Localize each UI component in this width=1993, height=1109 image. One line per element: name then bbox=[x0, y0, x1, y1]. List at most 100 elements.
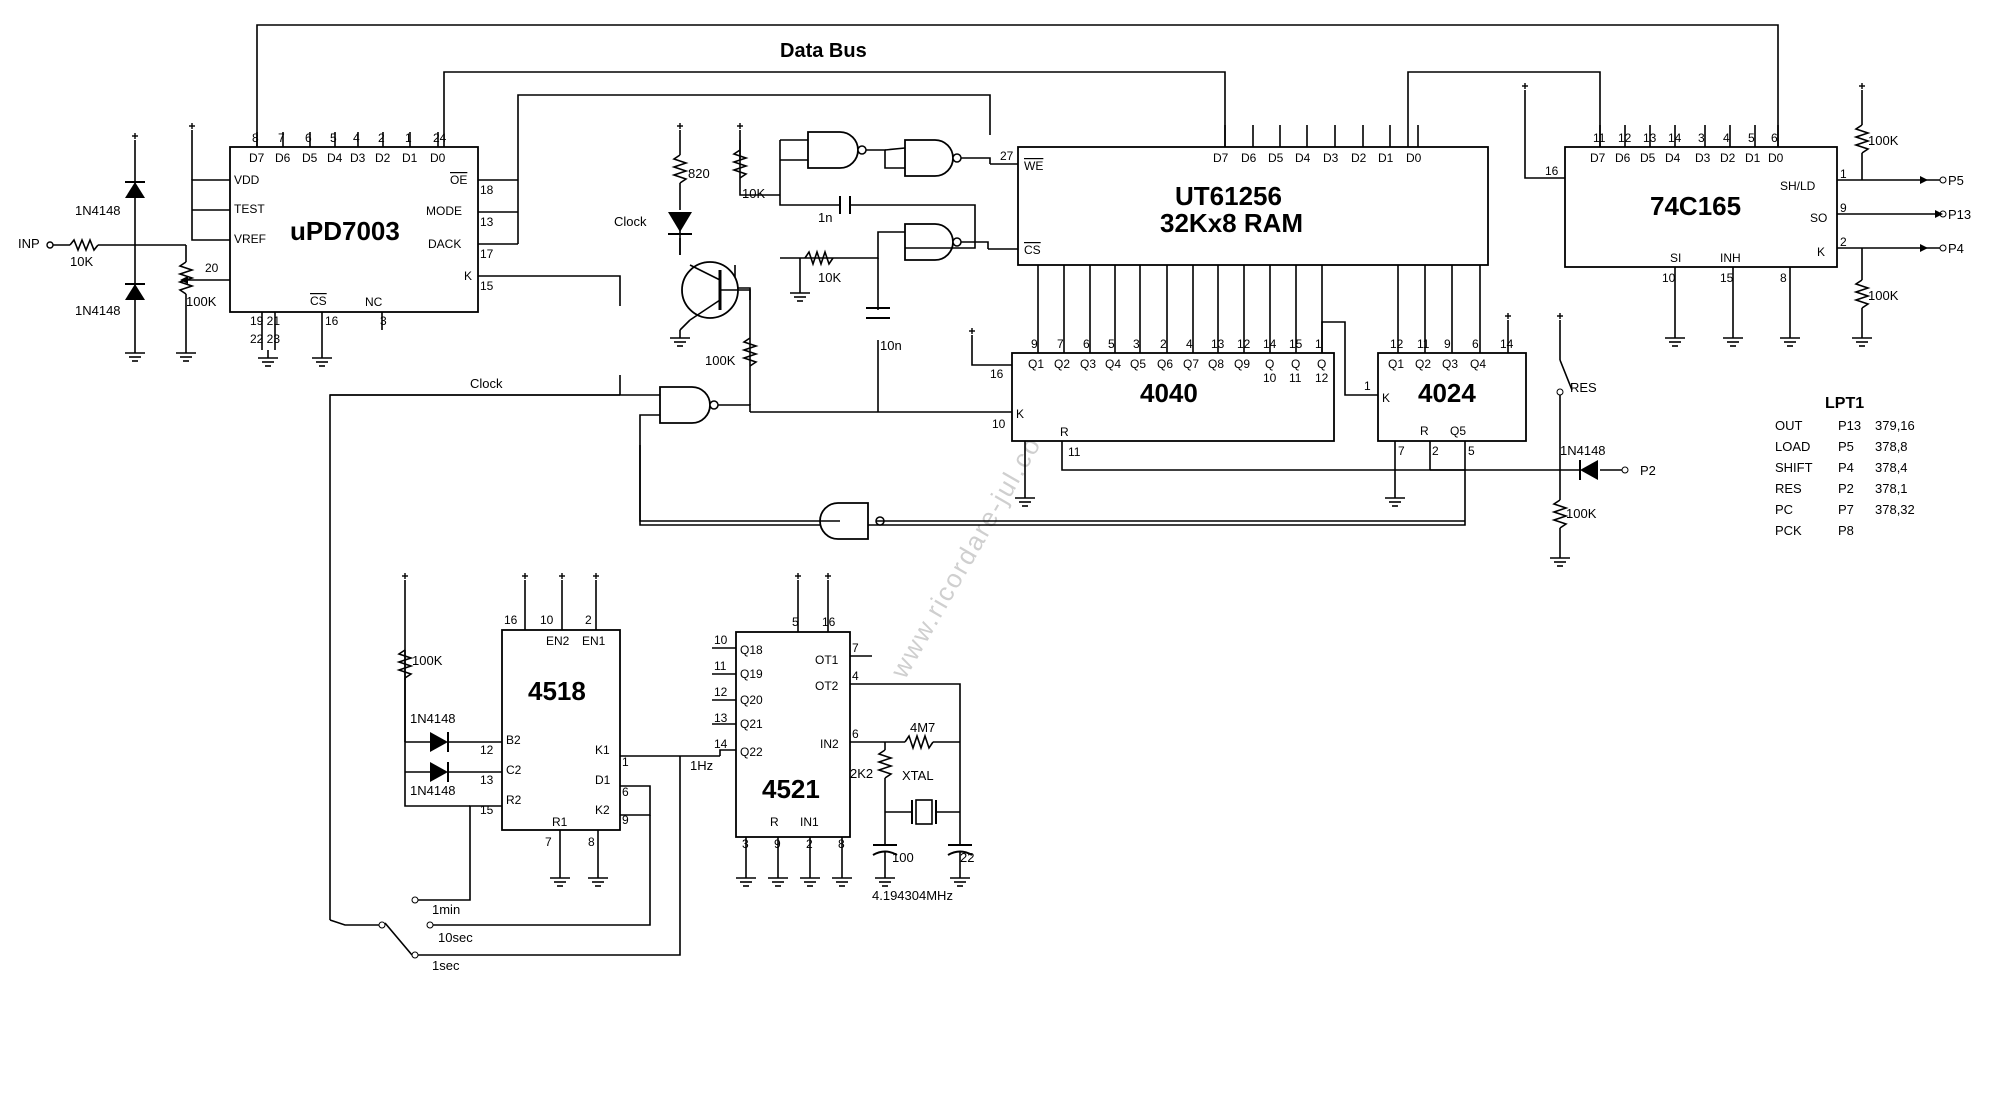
r100k-pot-label: 100K bbox=[186, 294, 217, 309]
adc-pin-cs: CS bbox=[310, 294, 327, 308]
shift-pin-num: 11 bbox=[1593, 131, 1606, 145]
c4518-b2: B2 bbox=[506, 733, 521, 747]
ram-pin-label: D2 bbox=[1351, 151, 1367, 165]
c4040-pin-label: 10 bbox=[1263, 371, 1277, 385]
adc-pin-num: 7 bbox=[278, 131, 285, 145]
c4040-pin-k: K bbox=[1016, 407, 1024, 421]
c4024-pin-label: Q3 bbox=[1442, 357, 1458, 371]
c4040-pin-label: Q6 bbox=[1157, 357, 1173, 371]
ram-pin-we: WE bbox=[1024, 159, 1043, 173]
c4518-num-10: 10 bbox=[540, 613, 554, 627]
c4040-pin-label: Q bbox=[1265, 357, 1274, 371]
adc-pin-label: D3 bbox=[350, 151, 366, 165]
adc-pin-nc: NC bbox=[365, 295, 383, 309]
c4521-ot2: OT2 bbox=[815, 679, 839, 693]
lpt-row-address: 378,32 bbox=[1875, 502, 1915, 517]
adc-num-13: 13 bbox=[480, 215, 494, 229]
c4518-num-2: 2 bbox=[585, 613, 592, 627]
adc-wires bbox=[186, 140, 621, 395]
lpt-row-pin: P13 bbox=[1838, 418, 1861, 433]
adc-pin-label: D7 bbox=[249, 151, 265, 165]
c4521-q19: Q19 bbox=[740, 667, 763, 681]
c4518-en1: EN1 bbox=[582, 634, 606, 648]
chip-4521-name: 4521 bbox=[762, 774, 820, 804]
shift-pin-label: D5 bbox=[1640, 151, 1656, 165]
c4040-pin-label: Q5 bbox=[1130, 357, 1146, 371]
ram-pin-label: D5 bbox=[1268, 151, 1284, 165]
c4518-k1: K1 bbox=[595, 743, 610, 757]
c4521-in2: IN2 bbox=[820, 737, 839, 751]
time-selector-switch: 1min 10sec 1sec bbox=[329, 896, 473, 973]
c4521-num-13: 13 bbox=[714, 711, 728, 725]
sw-10sec: 10sec bbox=[438, 930, 473, 945]
adc-pin-label: D4 bbox=[327, 151, 343, 165]
r100k-top-label: 100K bbox=[1868, 133, 1899, 148]
adc-pin-num: 8 bbox=[252, 131, 259, 145]
lpt-row-pin: P2 bbox=[1838, 481, 1854, 496]
c4521-num-11: 11 bbox=[714, 659, 727, 673]
shift-pin-shld: SH/LD bbox=[1780, 179, 1816, 193]
r100k-b-label: 100K bbox=[705, 353, 736, 368]
c4040-pin-label: Q8 bbox=[1208, 357, 1224, 371]
c4024-pin-num: 12 bbox=[1390, 337, 1404, 351]
lpt-row-pin: P8 bbox=[1838, 523, 1854, 538]
shift-pin-si: SI bbox=[1670, 251, 1681, 265]
adc-pin-label: D6 bbox=[275, 151, 291, 165]
diode3-label: 1N4148 bbox=[410, 711, 456, 726]
c4518-num-13: 13 bbox=[480, 773, 494, 787]
chip-ram-name: UT61256 bbox=[1175, 181, 1282, 211]
adc-bottom-2223: 22 23 bbox=[250, 332, 280, 346]
adc-num-15: 15 bbox=[480, 279, 494, 293]
diode4-label: 1N4148 bbox=[410, 783, 456, 798]
shift-pin-num: 3 bbox=[1698, 131, 1705, 145]
shift-num-10: 10 bbox=[1662, 271, 1676, 285]
ram-pin-cs: CS bbox=[1024, 243, 1041, 257]
c4040-pin-num: 12 bbox=[1237, 337, 1251, 351]
c4521-num-12: 12 bbox=[714, 685, 728, 699]
c4521-num-7: 7 bbox=[852, 641, 859, 655]
freq-label: 4.194304MHz bbox=[872, 888, 953, 903]
shift-pin-label: D0 bbox=[1768, 151, 1784, 165]
adc-pin-num: 2 bbox=[378, 131, 385, 145]
c4521-wires bbox=[712, 590, 961, 870]
c4024-pin-q5: Q5 bbox=[1450, 424, 1466, 438]
shift-pin-k: K bbox=[1817, 245, 1825, 259]
c4040-num-11: 11 bbox=[1068, 445, 1081, 459]
shift-pin-num: 13 bbox=[1643, 131, 1657, 145]
c4024-pin-k: K bbox=[1382, 391, 1390, 405]
c10n-label: 10n bbox=[880, 338, 902, 353]
adc-bottom-1921: 19 21 bbox=[250, 314, 280, 328]
c22-label: 22 bbox=[960, 850, 974, 865]
chip-4518: 4518 16 10 2 EN2 EN1 B2 C2 R2 12 13 15 K… bbox=[480, 613, 629, 849]
transistor-led: 820 Clock 100K bbox=[614, 140, 759, 368]
c4024-wires bbox=[639, 441, 1560, 526]
c4518-k2: K2 bbox=[595, 803, 610, 817]
shift-pin-num: 6 bbox=[1771, 131, 1778, 145]
c4024-pin-label: Q2 bbox=[1415, 357, 1431, 371]
r100k-4518-label: 100K bbox=[412, 653, 443, 668]
c4040-pin-num: 4 bbox=[1186, 337, 1193, 351]
lpt-row-signal: PCK bbox=[1775, 523, 1802, 538]
c4024-pin-r: R bbox=[1420, 424, 1429, 438]
c4518-num-12: 12 bbox=[480, 743, 494, 757]
c4521-q20: Q20 bbox=[740, 693, 763, 707]
adc-pin-vdd: VDD bbox=[234, 173, 260, 187]
r820-label: 820 bbox=[688, 166, 710, 181]
chip-4040-name: 4040 bbox=[1140, 378, 1198, 408]
adc-pin-vref: VREF bbox=[234, 232, 266, 246]
shift-pin-label: D4 bbox=[1665, 151, 1681, 165]
shift-pin-num: 4 bbox=[1723, 131, 1730, 145]
c4518-num-6: 6 bbox=[622, 785, 629, 799]
chip-4518-name: 4518 bbox=[528, 676, 586, 706]
c4040-pin-label: Q4 bbox=[1105, 357, 1121, 371]
adc-pin-num: 1 bbox=[405, 131, 412, 145]
diode2-label: 1N4148 bbox=[75, 303, 121, 318]
lpt-row-pin: P5 bbox=[1838, 439, 1854, 454]
shift-pin-num: 5 bbox=[1748, 131, 1755, 145]
res-switch-label: RES bbox=[1570, 380, 1597, 395]
adc-pin-test: TEST bbox=[234, 202, 265, 216]
c4040-pin-num: 3 bbox=[1133, 337, 1140, 351]
adc-pin-num: 24 bbox=[433, 131, 447, 145]
chip-ut61256: UT61256 32Kx8 RAM WE 27 CS bbox=[1000, 146, 1489, 266]
